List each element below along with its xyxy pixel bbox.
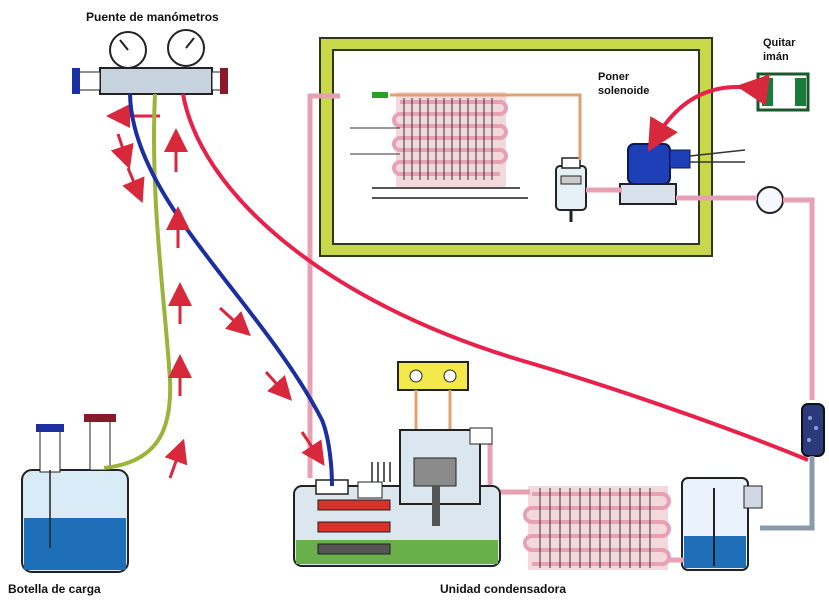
condenser-coil [525,486,669,570]
condensing-unit-label: Unidad condensadora [440,582,566,596]
filter-to-receiver [760,456,812,528]
refrigerant-cylinder-icon [22,414,128,572]
green-hose [104,94,170,468]
remove-magnet-label: Quitar imán [763,36,795,64]
pressure-switch-box [398,362,468,432]
receiver-tank-icon [682,478,762,570]
flow-arrows [118,134,318,478]
discharge-line [490,434,530,492]
place-solenoid-label: Poner solenoide [598,70,649,98]
magnet-icon [758,74,808,110]
charging-bottle-label: Botella de carga [8,582,101,596]
gauge-manifold-label: Puente de manómetros [86,10,219,24]
blue-hose [130,94,332,486]
filter-drier-icon [802,404,824,456]
compressor-icon [294,428,500,566]
compressor-fins [372,462,390,482]
gauge-manifold [72,30,228,94]
sight-glass-icon [757,187,783,213]
